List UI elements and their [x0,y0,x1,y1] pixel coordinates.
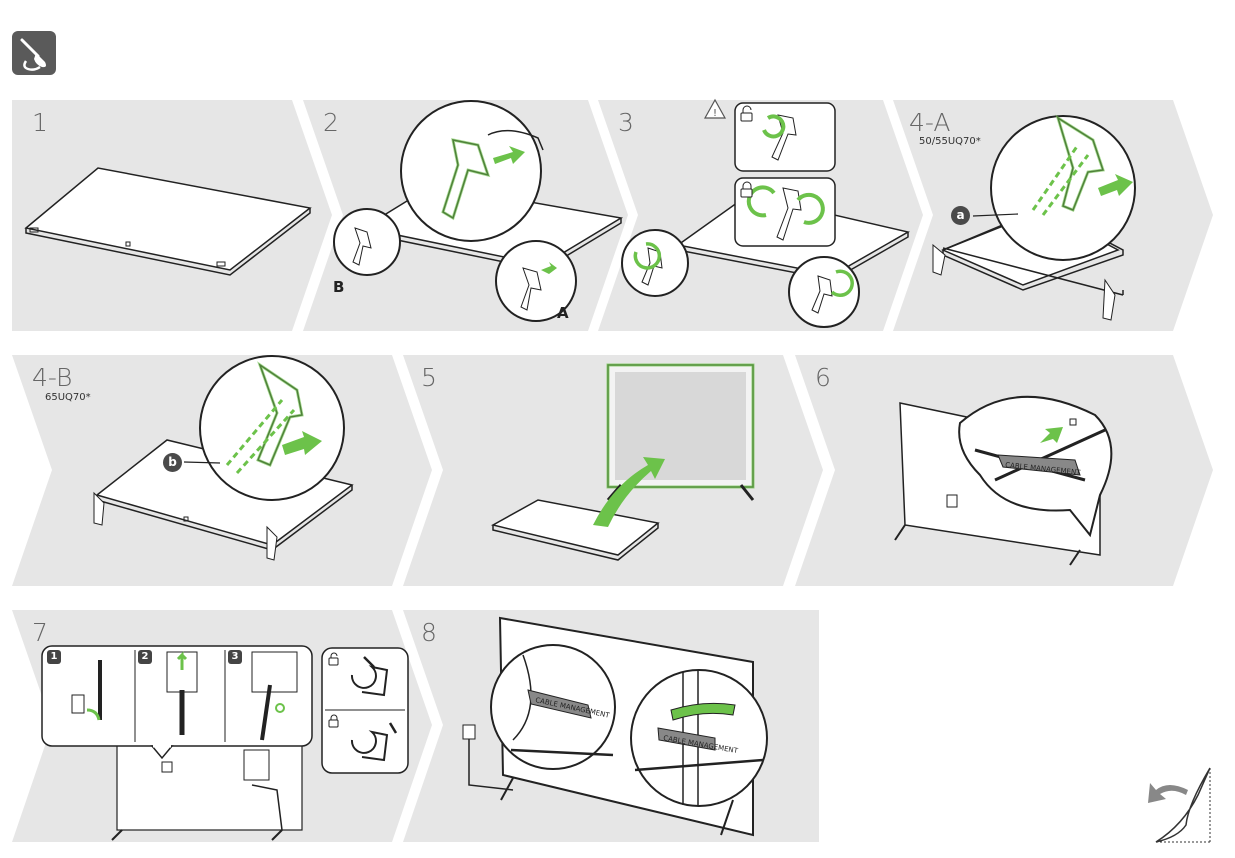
step-number: 6 [815,363,831,392]
step-4b-illustration [12,355,432,586]
svg-text:!: ! [713,108,717,119]
unlock-icon [328,652,340,666]
step-7-illustration [12,610,432,842]
step-number: 3 [618,108,634,137]
step-3-panel: ! 3 [598,98,923,331]
stand-label-b: B [333,278,345,296]
step-number: 2 [323,108,339,137]
screwdriver-icon [12,31,56,75]
model-label: 50/55UQ70* [919,136,981,147]
stand-label-a: A [557,304,569,322]
unlock-icon [740,105,754,122]
step-number: 7 [32,618,48,647]
step-4a-panel: 4-A 50/55UQ70* a [893,100,1213,331]
sub-step-3: 3 [228,650,242,664]
lock-icon [328,714,340,728]
lock-icon [740,181,754,198]
step-number: 4-A [909,108,951,137]
step-1-panel: 1 [12,100,332,331]
step-1-illustration [12,100,332,331]
step-number: 4-B [32,363,73,392]
step-4a-illustration [893,100,1213,331]
badge-a: a [951,206,970,225]
sub-step-1: 1 [47,650,61,664]
step-4b-panel: 4-B 65UQ70* b [12,355,432,586]
sub-step-2: 2 [138,650,152,664]
step-2-illustration [303,100,628,331]
step-8-illustration: CABLE MANAGEMENT CABLE MANAGEMENT [403,610,819,842]
step-7-panel: 7 1 2 3 [12,610,432,842]
step-number: 8 [421,618,437,647]
badge-b: b [163,453,182,472]
step-6-illustration: CABLE MANAGEMENT [795,355,1213,586]
step-3-illustration: ! [598,98,923,331]
step-5-illustration [403,355,823,586]
page-turn-icon[interactable] [1148,765,1214,843]
step-5-panel: 5 [403,355,823,586]
step-number: 1 [32,108,48,137]
step-6-panel: CABLE MANAGEMENT 6 [795,355,1213,586]
step-8-panel: CABLE MANAGEMENT CABLE MANAGEMENT 8 [403,610,819,842]
step-number: 5 [421,363,437,392]
step-2-panel: 2 B A [303,100,628,331]
model-label: 65UQ70* [45,392,91,403]
